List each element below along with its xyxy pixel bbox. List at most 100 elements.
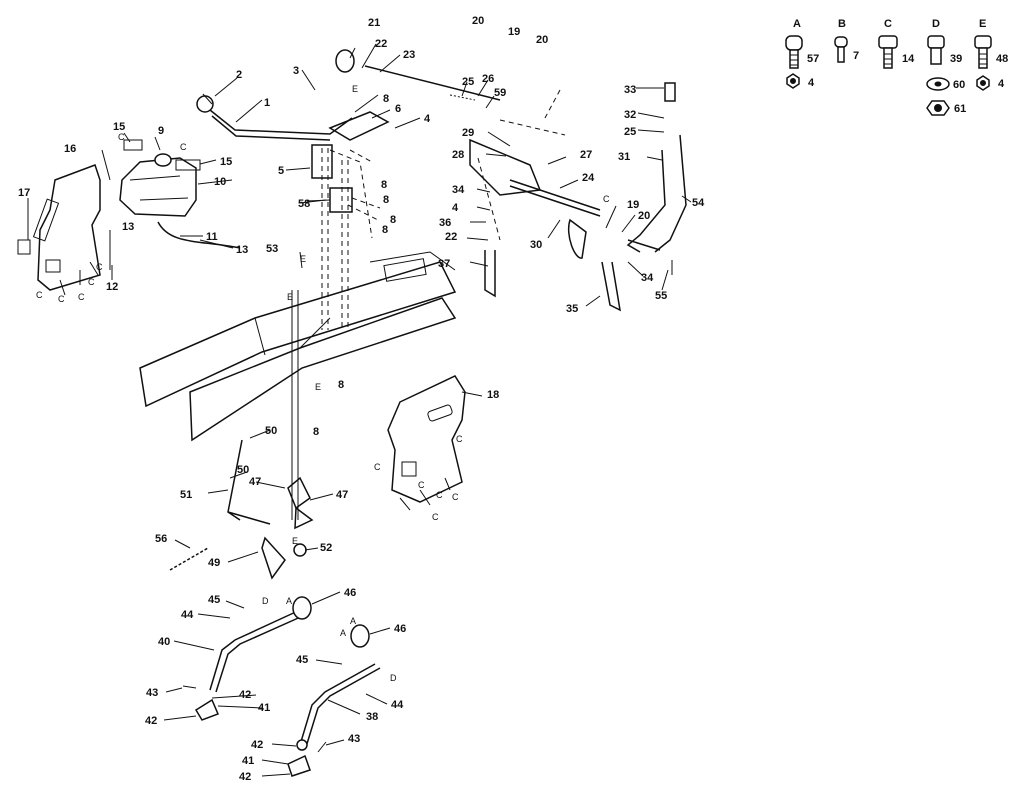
- callout-15b: 15: [220, 156, 232, 168]
- callout-5: 5: [278, 165, 284, 177]
- callout-46a: 46: [344, 587, 356, 599]
- callout-3: 3: [293, 65, 299, 77]
- callout-20b: 20: [536, 34, 548, 46]
- callout-29: 29: [462, 127, 474, 139]
- callout-2: 2: [236, 69, 242, 81]
- callout-59: 59: [494, 87, 506, 99]
- callout-31: 31: [618, 151, 630, 163]
- callout-35: 35: [566, 303, 578, 315]
- letter-e-1: E: [352, 84, 358, 94]
- callout-20a: 20: [472, 15, 484, 27]
- callout-52: 52: [320, 542, 332, 554]
- callout-16: 16: [64, 143, 76, 155]
- callout-12: 12: [106, 281, 118, 293]
- callout-43a: 43: [146, 687, 158, 699]
- callout-19b: 19: [627, 199, 639, 211]
- callout-37: 37: [438, 258, 450, 270]
- lift-arm-38-drawing: [287, 624, 381, 777]
- letter-c-4: C: [58, 294, 65, 304]
- nut-d-icon: [926, 100, 950, 116]
- hardware-key: A 57 4 B 7 C 14: [785, 18, 1008, 116]
- lift-lever-drawing: [196, 49, 501, 221]
- letter-e-4: E: [292, 536, 298, 546]
- washer-d-icon: [926, 77, 950, 91]
- bolt-c-icon: [878, 35, 898, 69]
- callout-22a: 22: [375, 38, 387, 50]
- callout-8g: 8: [313, 426, 319, 438]
- key-d-nut: 61: [954, 103, 966, 115]
- key-b-part: 7: [853, 50, 859, 62]
- callout-6: 6: [395, 103, 401, 115]
- letter-e-5: E: [315, 382, 321, 392]
- callout-42d: 42: [239, 771, 251, 783]
- bolt-d-icon: [927, 35, 945, 65]
- letter-e-3: E: [287, 292, 293, 302]
- callout-40: 40: [158, 636, 170, 648]
- key-letter-c: C: [884, 18, 892, 30]
- fuel-tank-drawing: [119, 139, 241, 249]
- nut-e-icon: [976, 75, 990, 91]
- callout-27: 27: [580, 149, 592, 161]
- callout-53: 53: [266, 243, 278, 255]
- callout-labels: 1 2 3 4 5 6 8 9 10 11 12 13 13 15 15 16 …: [18, 15, 705, 783]
- key-letter-e: E: [979, 18, 986, 30]
- callout-30: 30: [530, 239, 542, 251]
- letter-c-6: C: [88, 277, 95, 287]
- letter-e-2: E: [300, 254, 306, 264]
- letter-c-1: C: [118, 132, 125, 142]
- callout-34a: 34: [452, 184, 465, 196]
- callout-9: 9: [158, 125, 164, 137]
- letter-c-14: C: [436, 490, 443, 500]
- letter-a-3: A: [350, 616, 356, 626]
- callout-8: 8: [383, 93, 389, 105]
- letter-c-11: C: [452, 492, 459, 502]
- callout-8e: 8: [382, 224, 388, 236]
- bolt-a-icon: [785, 35, 803, 69]
- hardware-letter-tags: C C C C C C C C C C C C E E E E E C C A …: [36, 84, 610, 683]
- callout-10: 10: [214, 176, 226, 188]
- callout-38: 38: [366, 711, 378, 723]
- callout-41a: 41: [258, 702, 270, 714]
- callout-49: 49: [208, 557, 220, 569]
- letter-c-5: C: [78, 292, 85, 302]
- callout-46b: 46: [394, 623, 406, 635]
- callout-43b: 43: [348, 733, 360, 745]
- callout-25b: 25: [624, 126, 636, 138]
- letter-c-13: C: [418, 480, 425, 490]
- key-e-nut: 4: [998, 78, 1005, 90]
- lower-linkage-drawing: [169, 439, 314, 580]
- callout-45a: 45: [208, 594, 220, 606]
- callout-28: 28: [452, 149, 464, 161]
- callout-50b: 50: [237, 464, 249, 476]
- callout-55: 55: [655, 290, 667, 302]
- letter-c-8: C: [603, 194, 610, 204]
- letter-a-1: A: [286, 596, 292, 606]
- bolt-b-icon: [834, 36, 848, 63]
- letter-c-3: C: [36, 290, 43, 300]
- side-panel-left-drawing: [17, 164, 111, 296]
- callout-8d: 8: [390, 214, 396, 226]
- letter-a-2: A: [340, 628, 346, 638]
- leader-lines: [27, 43, 692, 777]
- callout-17: 17: [18, 187, 30, 199]
- bolt-e-icon: [974, 35, 992, 69]
- lift-arm-40-drawing: [182, 596, 312, 721]
- callout-24: 24: [582, 172, 595, 184]
- letter-c-2: C: [180, 142, 187, 152]
- callout-26: 26: [482, 73, 494, 85]
- letter-d-2: D: [390, 673, 397, 683]
- callout-4: 4: [424, 113, 431, 125]
- key-c-part: 14: [902, 53, 915, 65]
- key-letter-b: B: [838, 18, 846, 30]
- letter-c-12: C: [432, 512, 439, 522]
- key-letter-d: D: [932, 18, 940, 30]
- key-letter-a: A: [793, 18, 801, 30]
- callout-13b: 13: [236, 244, 248, 256]
- callout-8f: 8: [338, 379, 344, 391]
- callout-50a: 50: [265, 425, 277, 437]
- callout-34b: 34: [641, 272, 654, 284]
- callout-42c: 42: [251, 739, 263, 751]
- callout-15a: 15: [113, 121, 125, 133]
- callout-58: 58: [298, 198, 310, 210]
